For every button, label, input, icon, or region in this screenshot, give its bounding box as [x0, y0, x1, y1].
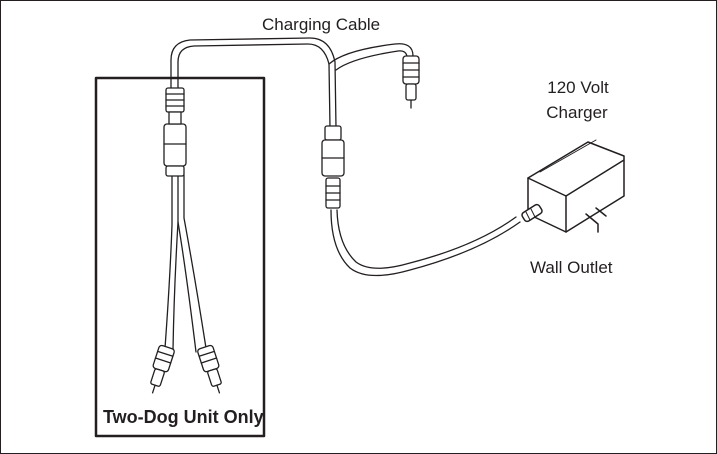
left-dog-plug — [150, 344, 175, 394]
wall-outlet-label: Wall Outlet — [530, 258, 613, 277]
charger-voltage-label: 120 Volt — [547, 78, 609, 97]
wall-charger — [521, 139, 625, 233]
two-dog-box — [94, 76, 266, 438]
left-inline-connector — [163, 87, 187, 177]
charger-cord-relief — [521, 203, 543, 223]
two-dog-unit-label: Two-Dog Unit Only — [103, 407, 264, 427]
top-plug-connector — [402, 55, 420, 109]
charging-cable — [170, 37, 521, 277]
splitter-cable — [164, 174, 207, 353]
right-inline-connector — [321, 125, 345, 209]
charger-label: Charger — [546, 103, 608, 122]
charging-cable-label: Charging Cable — [262, 15, 381, 34]
right-dog-plug — [197, 344, 222, 394]
